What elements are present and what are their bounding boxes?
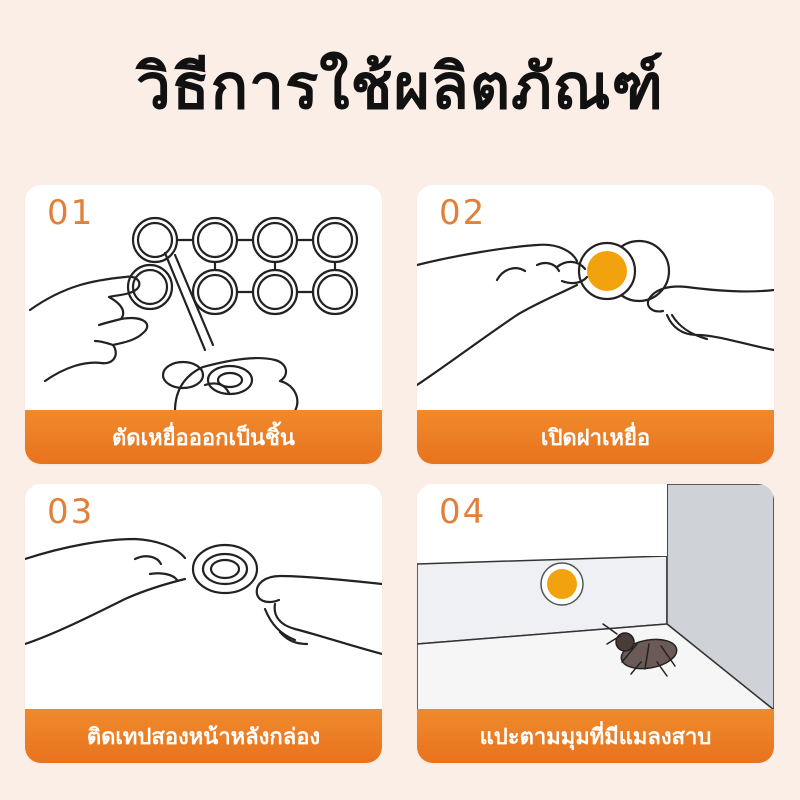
step-caption: แปะตามมุมที่มีแมลงสาบ bbox=[417, 709, 774, 763]
step-number: 02 bbox=[439, 193, 487, 233]
step-card-4: 04 แปะตามมุมที่มีแมลงสาบ bbox=[417, 484, 774, 763]
open-lid-illustration bbox=[417, 239, 774, 387]
cutting-illustration bbox=[28, 216, 359, 411]
step-caption: ตัดเหยื่อออกเป็นชิ้น bbox=[25, 410, 382, 464]
step-number: 01 bbox=[47, 193, 95, 233]
step-card-1: 01 ตัดเหยื่อออกเป็นชิ้น bbox=[25, 185, 382, 464]
step-caption: เปิดฝาเหยื่อ bbox=[417, 410, 774, 464]
place-bait-illustration bbox=[417, 484, 774, 710]
page-title: วิธีการใช้ผลิตภัณฑ์ bbox=[135, 50, 665, 123]
tape-illustration bbox=[25, 537, 382, 656]
step-card-2: 02 เปิดฝาเหยื่อ bbox=[417, 185, 774, 464]
step-number: 04 bbox=[439, 492, 487, 532]
step-card-3: 03 ติดเทปสองหน้าหลังกล่อง bbox=[25, 484, 382, 763]
step-number: 03 bbox=[47, 492, 95, 532]
step-caption: ติดเทปสองหน้าหลังกล่อง bbox=[25, 709, 382, 763]
